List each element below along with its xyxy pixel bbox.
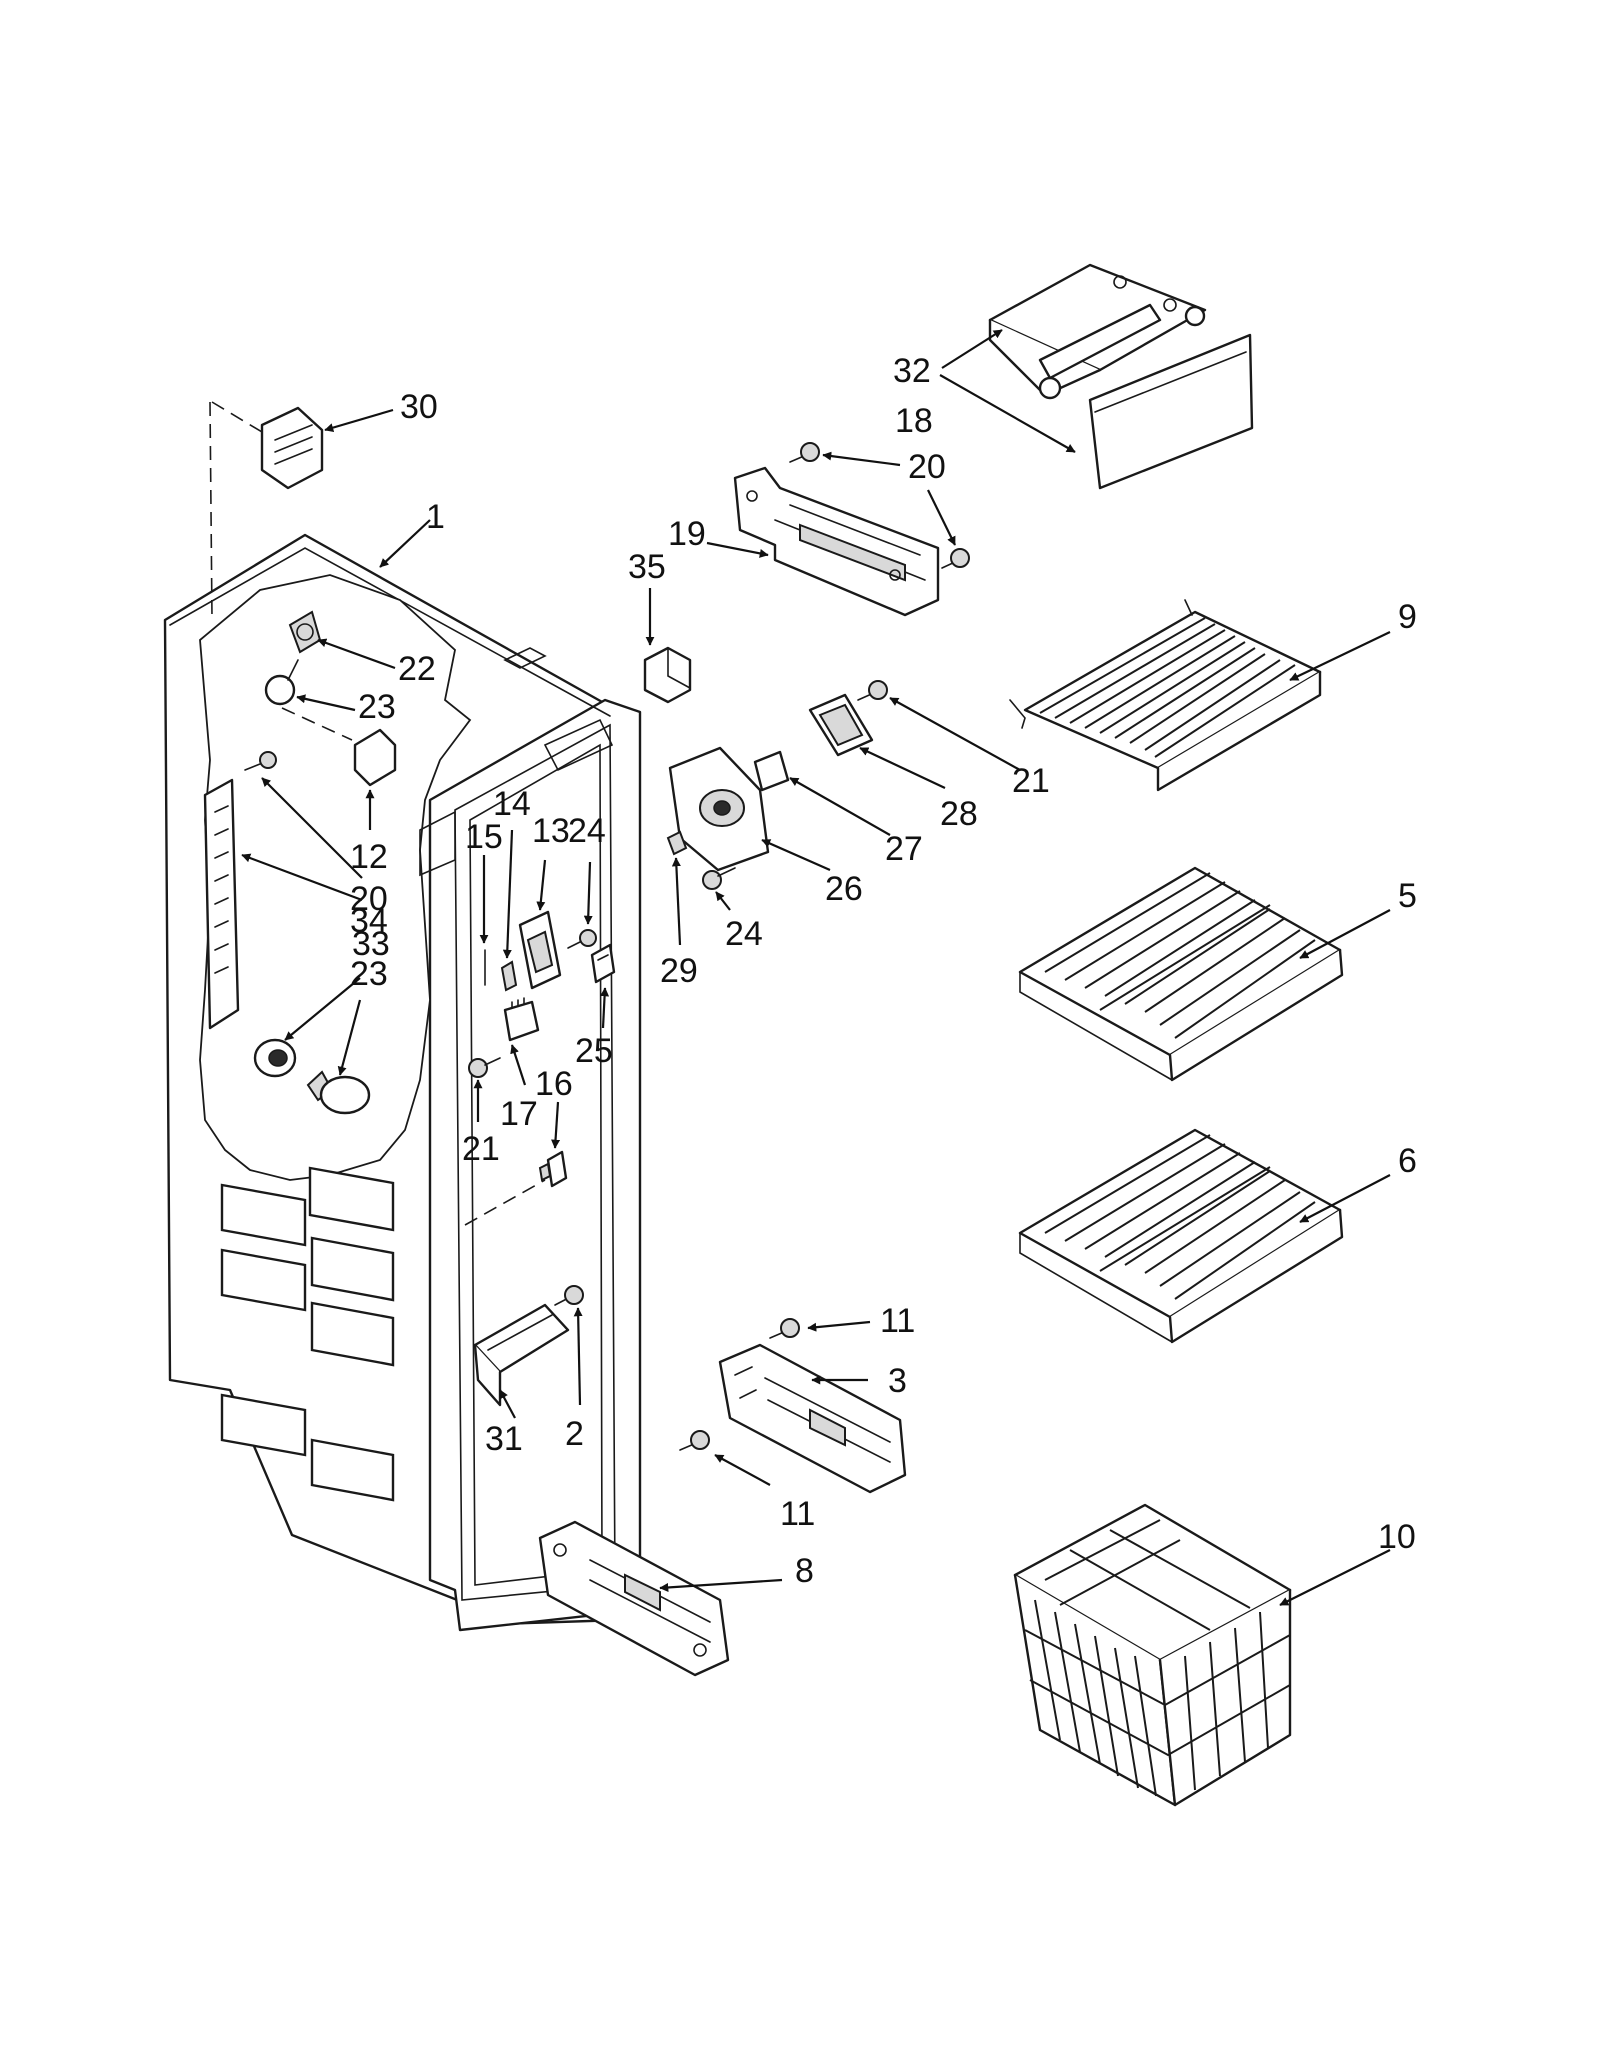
cover-part-25 — [590, 943, 616, 984]
screw-part-21-left — [468, 1057, 501, 1078]
callout-6: 6 — [1398, 1142, 1417, 1180]
callout-23-lower: 23 — [350, 955, 388, 993]
callout-20-right: 20 — [908, 448, 946, 486]
shelf-part-6 — [1018, 1128, 1344, 1344]
callout-labels: 1 2 3 5 6 8 9 10 11 11 12 13 14 15 16 17… — [350, 352, 1417, 1590]
rail-part-34 — [203, 778, 240, 1030]
fan-motor-housing-part-26 — [668, 746, 770, 872]
screw-part-20-left — [244, 751, 277, 771]
switch-part-16 — [538, 1150, 568, 1188]
callout-29: 29 — [660, 952, 698, 990]
screw-part-11-upper — [769, 1318, 800, 1339]
callout-11-lower: 11 — [780, 1495, 815, 1533]
cover-part-3 — [718, 1343, 907, 1494]
hinge-part-32 — [988, 263, 1207, 400]
clip-part-30 — [260, 406, 324, 490]
screw-part-20-a — [789, 442, 820, 463]
callout-24-left: 24 — [568, 812, 606, 850]
shelf-part-5 — [1018, 866, 1344, 1082]
screw-part-11-lower — [679, 1430, 710, 1451]
callout-13: 13 — [532, 812, 570, 850]
light-bulb-part-23b — [306, 1070, 371, 1115]
screw-part-24-right — [702, 867, 736, 890]
callout-leaders — [241, 329, 1391, 1606]
callout-11-upper: 11 — [880, 1302, 915, 1340]
screw-part-24-left — [567, 929, 597, 949]
callout-23-upper: 23 — [358, 688, 396, 726]
board-part-28 — [808, 693, 874, 757]
callout-34: 34 — [350, 902, 388, 940]
callout-9: 9 — [1398, 598, 1417, 636]
callout-25: 25 — [575, 1032, 613, 1070]
callout-10: 10 — [1378, 1518, 1416, 1556]
callout-21-right: 21 — [1012, 762, 1050, 800]
cover-part-31 — [473, 1303, 570, 1407]
callout-28: 28 — [940, 795, 978, 833]
air-duct-part-19 — [733, 466, 940, 617]
basket-part-10 — [1013, 1503, 1292, 1807]
callout-31: 31 — [485, 1420, 523, 1458]
callout-16: 16 — [535, 1065, 573, 1103]
clip-part-27 — [753, 750, 790, 792]
callout-27: 27 — [885, 830, 923, 868]
board-part-17 — [503, 997, 540, 1042]
callout-21-left: 21 — [462, 1130, 500, 1168]
bracket-part-12 — [353, 728, 397, 787]
screw-part-21-right — [857, 680, 888, 701]
switch-part-14 — [500, 960, 518, 992]
callout-33: 33 — [352, 925, 390, 963]
callout-2: 2 — [565, 1415, 584, 1453]
callout-19: 19 — [668, 515, 706, 553]
callout-32: 32 — [893, 352, 931, 390]
screw-part-20-b — [941, 548, 970, 569]
grommet-part-29 — [666, 830, 688, 856]
callout-8: 8 — [795, 1552, 814, 1590]
callout-15: 15 — [465, 818, 503, 856]
callout-24-right: 24 — [725, 915, 763, 953]
screw-part-2 — [554, 1285, 584, 1306]
callout-3: 3 — [888, 1362, 907, 1400]
callout-20-left: 20 — [350, 880, 388, 918]
shelf-part-9 — [1009, 599, 1322, 792]
callout-26: 26 — [825, 870, 863, 908]
callout-35: 35 — [628, 548, 666, 586]
callout-1: 1 — [426, 498, 445, 536]
control-housing-part-13 — [518, 910, 562, 990]
light-socket-part-33 — [253, 1038, 297, 1078]
callout-18: 18 — [895, 402, 933, 440]
callout-22: 22 — [398, 650, 436, 688]
callout-12: 12 — [350, 838, 388, 876]
freezer-liner — [163, 533, 642, 1632]
block-part-35 — [643, 646, 692, 704]
callout-30: 30 — [400, 388, 438, 426]
panel-part-18 — [1088, 333, 1254, 490]
light-bulb-part-23a — [264, 659, 299, 706]
callout-5: 5 — [1398, 877, 1417, 915]
grille-part-8 — [538, 1520, 730, 1677]
callout-14: 14 — [493, 785, 531, 823]
liner-vent-openings — [220, 1166, 395, 1502]
callout-17: 17 — [500, 1095, 538, 1133]
